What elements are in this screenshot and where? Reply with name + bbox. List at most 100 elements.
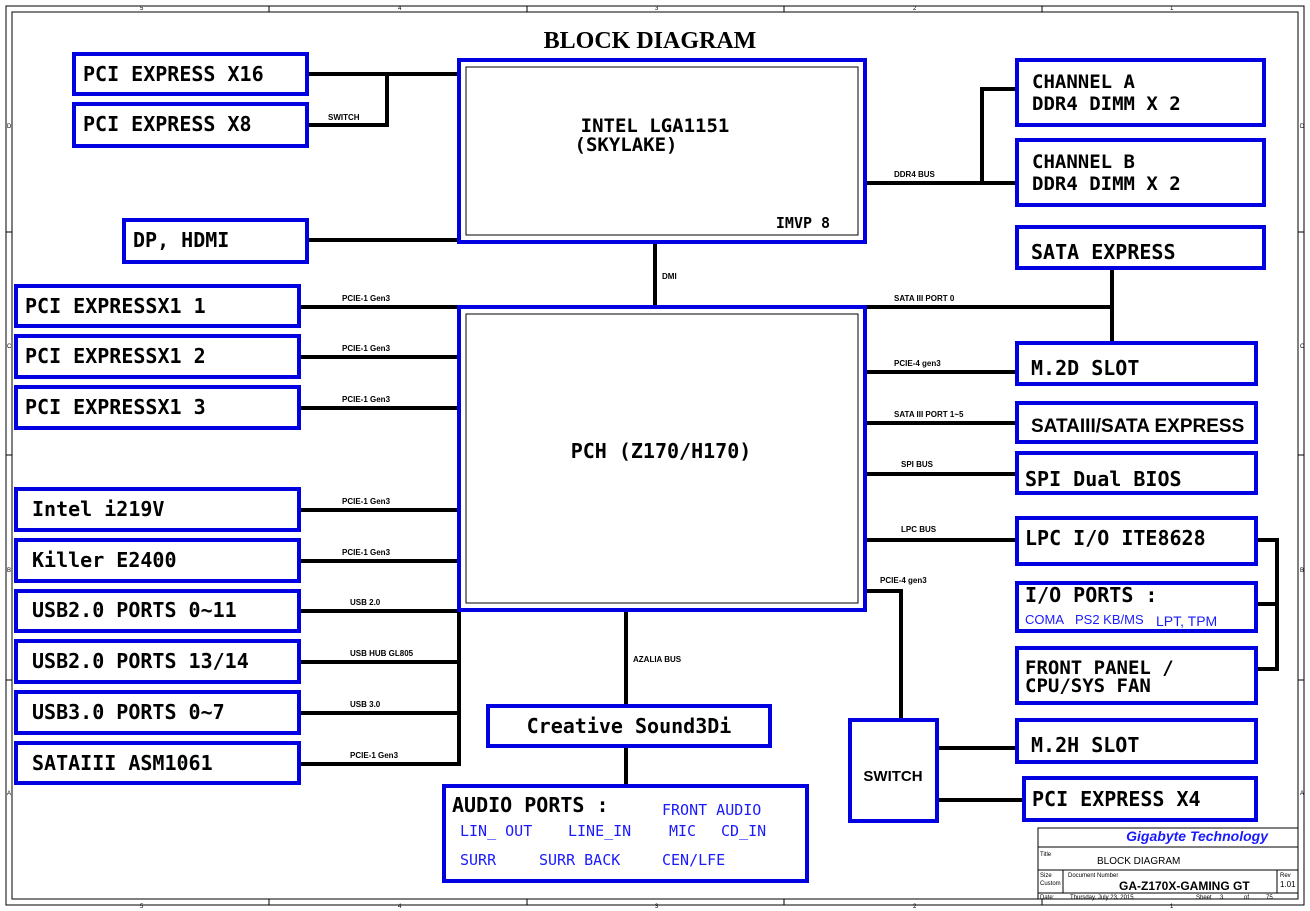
- sound-chip-label: Creative Sound3Di: [527, 714, 732, 738]
- wires: [299, 72, 1279, 802]
- azalia-label: AZALIA BUS: [633, 655, 682, 664]
- pcie-x1-2-label: PCI EXPRESSX1 2: [25, 344, 206, 368]
- pcie-x4-label: PCI EXPRESS X4: [1032, 787, 1201, 811]
- bus-label: PCIE-4 gen3: [894, 359, 941, 368]
- audio-cen-lfe: CEN/LFE: [662, 851, 725, 869]
- audio-cd-in: CD_IN: [721, 822, 766, 840]
- usb2-ports-0-11-label: USB2.0 PORTS 0~11: [32, 598, 237, 622]
- zone-mark: A: [7, 791, 11, 797]
- front-panel-line1: FRONT PANEL /: [1025, 657, 1174, 679]
- zone-mark: C: [1300, 344, 1305, 350]
- date-field-label: Date:: [1040, 895, 1055, 901]
- front-panel-block: FRONT PANEL / CPU/SYS FAN: [1015, 646, 1258, 705]
- zone-marks-right: D C B A: [1300, 124, 1305, 797]
- io-ports-coma: COMA: [1025, 612, 1064, 627]
- lpc-io-block: LPC I/O ITE8628: [1015, 516, 1258, 566]
- sata-express-block: SATA EXPRESS: [1015, 225, 1266, 270]
- front-panel-line2: CPU/SYS FAN: [1025, 675, 1151, 697]
- zone-mark: 1: [1170, 904, 1174, 910]
- pcie-x1-3-label: PCI EXPRESSX1 3: [25, 395, 206, 419]
- pcie-x1-3-block: PCI EXPRESSX1 3: [14, 385, 301, 430]
- zone-mark: D: [7, 124, 12, 130]
- zone-mark: 2: [913, 904, 917, 910]
- channel-a-block: CHANNEL A DDR4 DIMM X 2: [1015, 58, 1266, 127]
- usb3-ports-label: USB3.0 PORTS 0~7: [32, 700, 225, 724]
- zone-mark: B: [1300, 568, 1304, 574]
- bus-label: SPI BUS: [901, 460, 934, 469]
- zone-mark: C: [7, 344, 12, 350]
- switch-note: SWITCH: [328, 113, 360, 122]
- pch-block: PCH (Z170/H170): [457, 305, 867, 612]
- frame-ticks: [6, 6, 1304, 905]
- io-ports-ps2: PS2 KB/MS: [1075, 612, 1144, 627]
- audio-surr-back: SURR BACK: [539, 851, 620, 869]
- pcie-x8-block: PCI EXPRESS X8: [72, 102, 309, 148]
- diagram-title: BLOCK DIAGRAM: [544, 28, 757, 54]
- pcie-x1-1-block: PCI EXPRESSX1 1: [14, 284, 301, 328]
- cpu-block: INTEL LGA1151 (SKYLAKE) IMVP 8: [457, 58, 867, 244]
- usb2-ports-0-11-block: USB2.0 PORTS 0~11: [14, 589, 301, 633]
- bus-label: PCIE-4 gen3: [880, 576, 927, 585]
- pch-label: PCH (Z170/H170): [571, 439, 752, 463]
- usb3-ports-block: USB3.0 PORTS 0~7: [14, 690, 301, 735]
- dmi-label: DMI: [662, 272, 677, 281]
- rev-field-value: 1.01: [1280, 880, 1296, 889]
- title-field-value: BLOCK DIAGRAM: [1097, 856, 1180, 867]
- zone-mark: 5: [140, 6, 144, 12]
- io-ports-lpt: LPT, TPM: [1156, 613, 1217, 629]
- total-field-value: 75: [1266, 895, 1273, 901]
- killer-lan-block: Killer E2400: [14, 538, 301, 583]
- company-name: Gigabyte Technology: [1126, 828, 1269, 844]
- cpu-label-line2: (SKYLAKE): [575, 134, 678, 156]
- killer-lan-label: Killer E2400: [32, 548, 177, 572]
- sata-asm1061-block: SATAIII ASM1061: [14, 741, 301, 785]
- zone-mark: A: [1300, 791, 1304, 797]
- m2h-slot-block: M.2H SLOT: [1015, 718, 1258, 764]
- intel-lan-block: Intel i219V: [14, 487, 301, 532]
- bus-label: LPC BUS: [901, 525, 937, 534]
- pcie-x1-1-label: PCI EXPRESSX1 1: [25, 294, 206, 318]
- bus-label: USB HUB GL805: [350, 649, 414, 658]
- title-block: Gigabyte Technology Title BLOCK DIAGRAM …: [1037, 827, 1299, 901]
- sata-express-label: SATA EXPRESS: [1031, 240, 1176, 264]
- m2d-slot-block: M.2D SLOT: [1015, 341, 1258, 386]
- switch-block: SWITCH: [848, 718, 939, 823]
- zone-mark: 2: [913, 6, 917, 12]
- io-ports-title: I/O PORTS :: [1025, 583, 1157, 607]
- bus-label: PCIE-1 Gen3: [342, 294, 391, 303]
- bus-label: PCIE-1 Gen3: [342, 548, 391, 557]
- sataiii-sata-express-block: SATAIII/SATA EXPRESS: [1015, 401, 1258, 444]
- sound-chip-block: Creative Sound3Di: [486, 704, 772, 748]
- bus-label: DDR4 BUS: [894, 170, 936, 179]
- zone-mark: 1: [1170, 6, 1174, 12]
- audio-mic: MIC: [669, 822, 696, 840]
- sataiii-sata-express-label: SATAIII/SATA EXPRESS: [1031, 416, 1244, 437]
- audio-lin-out: LIN_ OUT: [460, 822, 532, 840]
- m2d-slot-label: M.2D SLOT: [1031, 356, 1139, 380]
- channel-b-block: CHANNEL B DDR4 DIMM X 2: [1015, 138, 1266, 207]
- audio-ports-title: AUDIO PORTS :: [452, 793, 609, 817]
- sata-asm1061-label: SATAIII ASM1061: [32, 751, 213, 775]
- sheet-field-label: Sheet: [1196, 895, 1212, 901]
- size-field-value: Custom: [1040, 881, 1061, 887]
- right-blocks: CHANNEL A DDR4 DIMM X 2 CHANNEL B DDR4 D…: [848, 58, 1266, 823]
- spi-dual-bios-label: SPI Dual BIOS: [1025, 467, 1182, 491]
- title-field-label: Title: [1040, 852, 1052, 858]
- docnum-field-value: GA-Z170X-GAMING GT: [1119, 879, 1250, 893]
- lpc-io-label: LPC I/O ITE8628: [1025, 526, 1206, 550]
- channel-a-line2: DDR4 DIMM X 2: [1032, 93, 1181, 115]
- channel-b-line1: CHANNEL B: [1032, 151, 1135, 173]
- channel-a-line1: CHANNEL A: [1032, 71, 1136, 93]
- right-bus-labels: DDR4 BUS SATA III PORT 0 PCIE-4 gen3 SAT…: [880, 170, 964, 585]
- bus-label: PCIE-1 Gen3: [350, 751, 399, 760]
- bus-label: PCIE-1 Gen3: [342, 497, 391, 506]
- zone-mark: B: [7, 568, 11, 574]
- zone-mark: 3: [655, 6, 659, 12]
- bus-label: PCIE-1 Gen3: [342, 395, 391, 404]
- cpu-label-line1: INTEL LGA1151: [581, 115, 730, 137]
- usb2-ports-13-14-block: USB2.0 PORTS 13/14: [14, 639, 301, 684]
- dp-hdmi-block: DP, HDMI: [122, 218, 309, 264]
- pcie-x1-2-block: PCI EXPRESSX1 2: [14, 334, 301, 379]
- zone-mark: 4: [398, 6, 402, 12]
